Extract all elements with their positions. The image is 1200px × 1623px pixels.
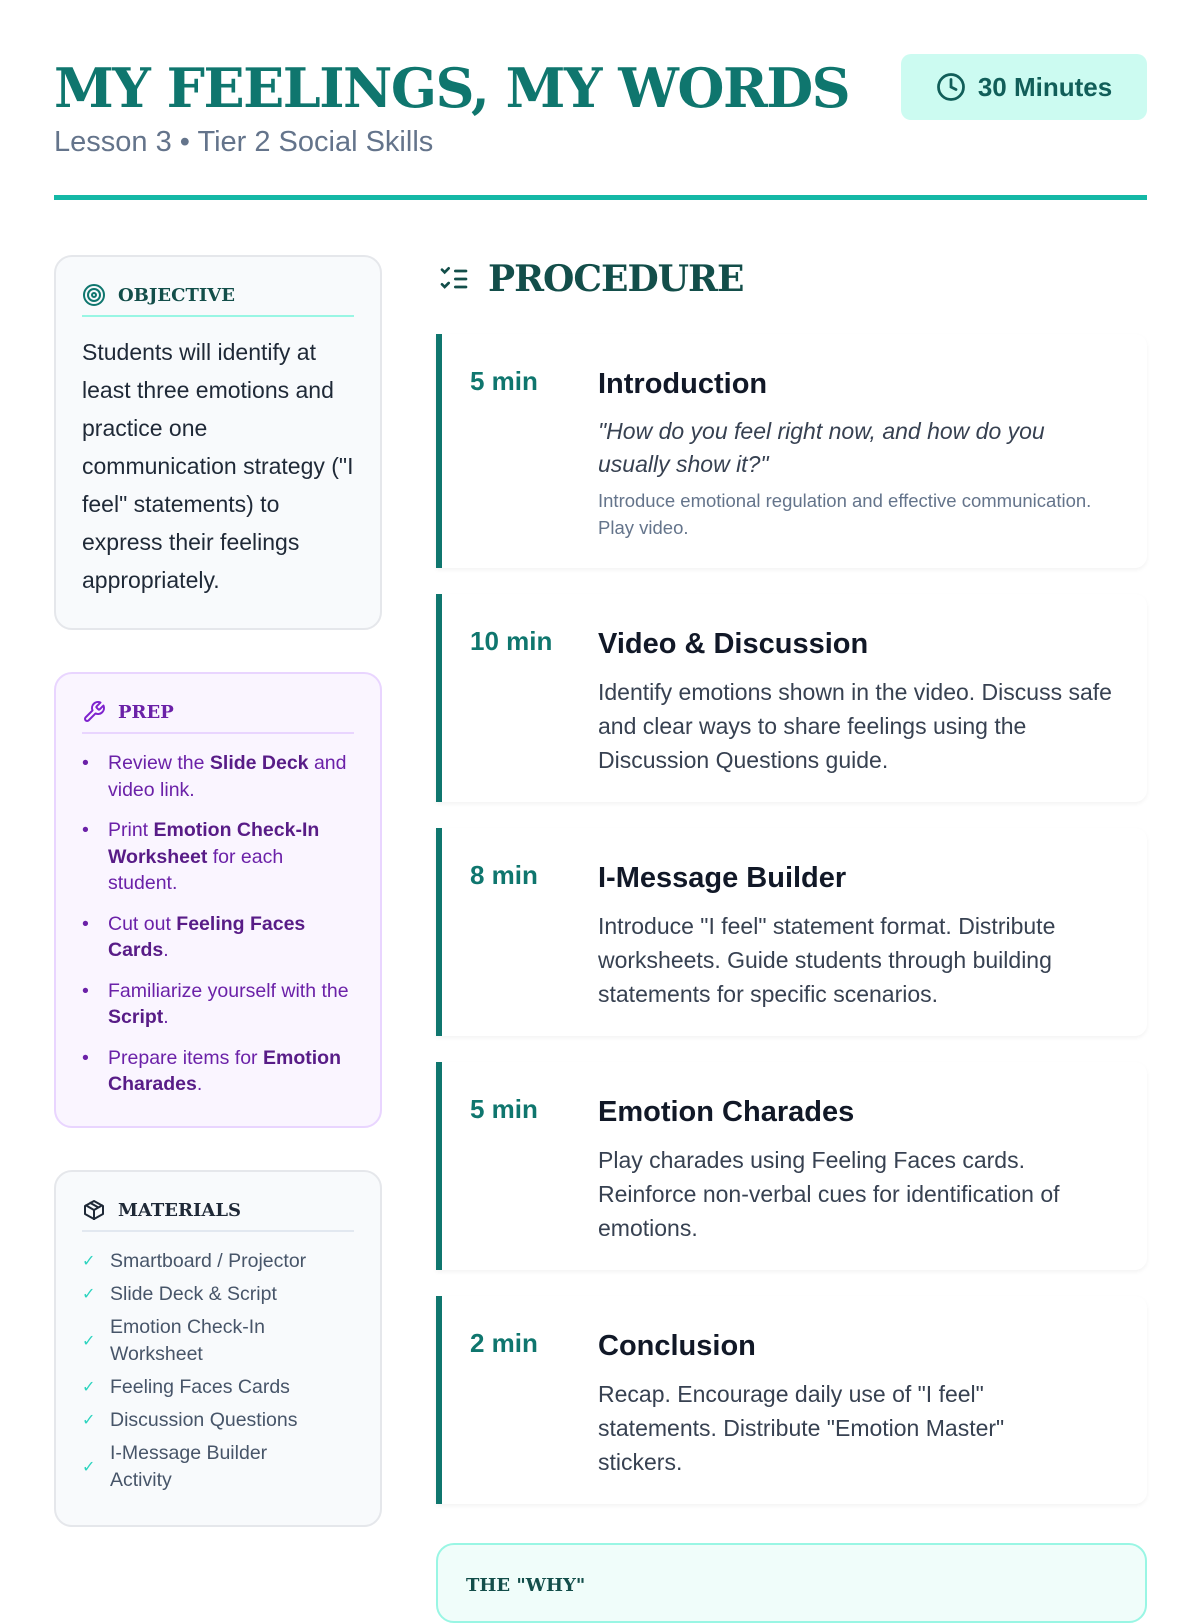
check-icon: ✓ xyxy=(82,1458,96,1476)
procedure-heading-text: PROCEDURE xyxy=(488,258,744,300)
step-title: Conclusion xyxy=(598,1330,756,1362)
prep-item: Review the Slide Deck and video link. xyxy=(82,750,354,803)
procedure-step: 5 min Introduction "How do you feel righ… xyxy=(436,334,1147,568)
material-item: ✓Feeling Faces Cards xyxy=(82,1374,354,1401)
step-time: 5 min xyxy=(470,366,538,396)
why-heading: THE "WHY" xyxy=(466,1575,586,1596)
objective-card: OBJECTIVE Students will identify at leas… xyxy=(54,255,382,630)
step-note: Introduce emotional regulation and effec… xyxy=(598,490,1092,538)
objective-heading: OBJECTIVE xyxy=(82,283,354,317)
material-item: ✓I-Message Builder Activity xyxy=(82,1442,268,1491)
step-time: 8 min xyxy=(470,860,538,890)
procedure-step: 8 min I-Message Builder Introduce "I fee… xyxy=(436,828,1147,1036)
step-description: Identify emotions shown in the video. Di… xyxy=(598,679,1112,773)
step-time: 10 min xyxy=(470,626,553,656)
list-checks-icon xyxy=(440,267,468,289)
step-title: Emotion Charades xyxy=(598,1096,855,1128)
wrench-icon xyxy=(84,701,105,722)
package-icon xyxy=(84,1200,104,1220)
material-item: ✓Slide Deck & Script xyxy=(82,1281,354,1308)
material-item: ✓Emotion Check-In Worksheet xyxy=(82,1316,265,1365)
page-subtitle: Lesson 3 • Tier 2 Social Skills xyxy=(54,126,434,158)
prep-item: Prepare items for Emotion Charades. xyxy=(82,1045,354,1098)
header-divider xyxy=(54,195,1147,200)
check-icon: ✓ xyxy=(82,1379,96,1396)
check-icon: ✓ xyxy=(82,1412,96,1429)
prep-item: Cut out Feeling Faces Cards. xyxy=(82,911,354,964)
prep-list: Review the Slide Deck and video link. Pr… xyxy=(82,750,354,1098)
procedure-step: 2 min Conclusion Recap. Encourage daily … xyxy=(436,1296,1147,1504)
materials-card: MATERIALS ✓Smartboard / Projector ✓Slide… xyxy=(54,1170,382,1527)
check-icon: ✓ xyxy=(82,1253,96,1270)
page-title: MY FEELINGS, MY WORDS xyxy=(54,56,851,120)
materials-heading: MATERIALS xyxy=(82,1198,354,1232)
step-title: Introduction xyxy=(598,368,768,400)
target-icon xyxy=(83,284,105,306)
step-question: "How do you feel right now, and how do y… xyxy=(598,418,1045,477)
step-title: Video & Discussion xyxy=(598,628,869,660)
prep-heading-text: PREP xyxy=(118,701,174,723)
step-time: 2 min xyxy=(470,1328,538,1358)
procedure-step: 5 min Emotion Charades Play charades usi… xyxy=(436,1062,1147,1270)
objective-heading-text: OBJECTIVE xyxy=(118,284,235,306)
prep-item: Print Emotion Check-In Worksheet for eac… xyxy=(82,817,354,897)
prep-item: Familiarize yourself with the Script. xyxy=(82,978,354,1031)
prep-heading: PREP xyxy=(82,700,354,734)
step-description: Introduce "I feel" statement format. Dis… xyxy=(598,913,1056,1007)
clock-icon xyxy=(936,73,965,101)
procedure-step: 10 min Video & Discussion Identify emoti… xyxy=(436,594,1147,802)
step-description: Play charades using Feeling Faces cards.… xyxy=(598,1147,1060,1241)
materials-heading-text: MATERIALS xyxy=(118,1199,242,1221)
prep-card: PREP Review the Slide Deck and video lin… xyxy=(54,672,382,1128)
duration-badge: 30 Minutes xyxy=(901,54,1147,120)
duration-text: 30 Minutes xyxy=(977,71,1113,102)
objective-text: Students will identify at least three em… xyxy=(82,339,354,593)
why-card: THE "WHY" xyxy=(436,1543,1147,1623)
procedure-heading: PROCEDURE xyxy=(436,258,744,300)
step-description: Recap. Encourage daily use of "I feel" s… xyxy=(598,1381,1005,1475)
check-icon: ✓ xyxy=(82,1332,96,1350)
material-item: ✓Discussion Questions xyxy=(82,1407,354,1434)
step-title: I-Message Builder xyxy=(598,862,847,894)
material-item: ✓Smartboard / Projector xyxy=(82,1248,354,1275)
check-icon: ✓ xyxy=(82,1286,96,1303)
step-time: 5 min xyxy=(470,1094,538,1124)
